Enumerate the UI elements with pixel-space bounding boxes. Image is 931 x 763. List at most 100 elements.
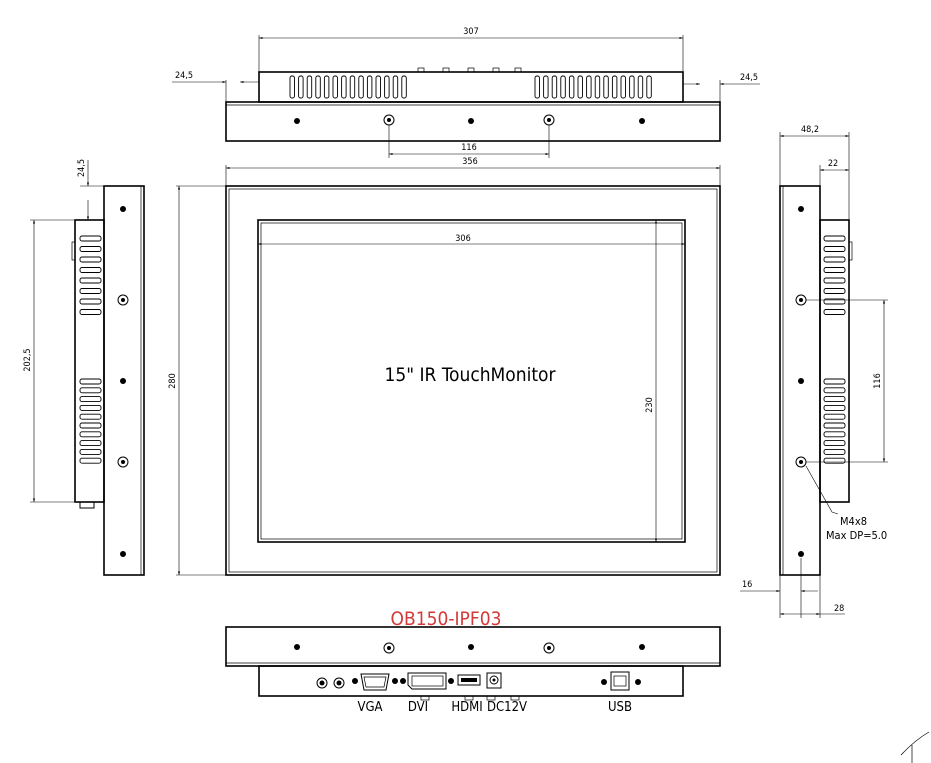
vent-slot (823, 440, 846, 447)
right-housing (819, 219, 850, 503)
vent-slot (79, 378, 102, 385)
vent-slot (79, 457, 102, 464)
vent-slot (611, 75, 618, 99)
port-label-dc: DC12V (487, 700, 527, 715)
usb-port (601, 671, 641, 691)
top-view: 307 24,5 24,5 116 (172, 27, 760, 158)
vent-slot (341, 75, 347, 99)
vent-slot (79, 288, 102, 294)
vent-slot (79, 404, 102, 411)
dim-frame-width: 356 (462, 157, 477, 167)
vent-slot (79, 440, 102, 447)
dim-bottom-left: 16 (742, 580, 752, 590)
vent-slot (79, 235, 102, 242)
vent-slot (823, 288, 846, 294)
dc-power-jack (486, 672, 502, 689)
vent-slot (823, 404, 846, 411)
screw-note-depth: Max DP=5.0 (826, 529, 887, 542)
model-number: OB150-IPF03 (391, 608, 502, 630)
vent-slot (358, 75, 364, 99)
vent-slot (620, 75, 626, 99)
vent-slot (603, 75, 609, 99)
dim-right-top: 22 (828, 159, 838, 169)
left-vent-slots (79, 235, 102, 464)
dim-screen-width: 306 (455, 234, 470, 244)
vent-slot (79, 387, 102, 394)
vent-slot (823, 378, 846, 385)
vent-slot (79, 256, 102, 263)
vent-slot (79, 267, 102, 273)
vent-slot (79, 422, 102, 429)
port-label-vga: VGA (357, 700, 382, 715)
vent-slot (646, 75, 652, 99)
screw-note-size: M4x8 (840, 515, 867, 528)
vent-slot (823, 396, 846, 403)
vent-slot (823, 422, 846, 429)
vent-slot (586, 75, 592, 99)
vent-slot (306, 75, 313, 99)
vent-slot (79, 246, 102, 252)
vent-slot (392, 75, 399, 99)
vent-slot (543, 75, 549, 99)
dim-right-depth: 48,2 (801, 125, 819, 135)
vent-slot (79, 298, 102, 305)
vent-slot (823, 413, 846, 420)
vent-slot (823, 277, 846, 284)
hdmi-port (457, 674, 481, 686)
vent-slot (401, 75, 407, 99)
port-label-hdmi: HDMI (451, 700, 482, 715)
screen-area (257, 219, 686, 543)
vent-slot (823, 256, 846, 263)
vent-slot (79, 413, 102, 420)
top-rear-housing (258, 71, 684, 103)
vent-slot (823, 309, 846, 315)
vent-slot (384, 75, 390, 99)
product-title: 15" IR TouchMonitor (384, 364, 556, 386)
vent-slot (315, 75, 321, 99)
front-bezel (225, 185, 721, 576)
corner-mark (900, 731, 930, 763)
vent-slot (323, 75, 330, 99)
bottom-view: VGA DVI HDMI DC12V USB (225, 626, 721, 715)
dim-top-right-offset: 24,5 (740, 73, 758, 83)
top-screws (294, 114, 645, 126)
right-side-view: 48,2 22 116 M4x8 Max DP=5.0 16 28 (740, 125, 888, 618)
vent-slot (823, 431, 846, 438)
vent-slot (823, 246, 846, 252)
top-front-bezel (225, 101, 721, 142)
vent-slot (79, 448, 102, 455)
vent-slot (823, 235, 846, 242)
port-label-dvi: DVI (408, 700, 428, 715)
vent-slot (823, 387, 846, 394)
vent-slot (375, 75, 381, 99)
vent-slot (629, 75, 635, 99)
vga-port (352, 673, 398, 691)
left-side-view: 24,5 202,5 (23, 159, 145, 576)
vent-slot (823, 448, 846, 455)
dim-frame-height: 280 (168, 373, 178, 388)
top-vent-slots-left (289, 75, 407, 99)
vent-slot (79, 396, 102, 403)
right-screws (795, 206, 807, 557)
vent-slot (577, 75, 583, 99)
vent-slot (366, 75, 373, 99)
vent-slot (823, 457, 846, 464)
left-screws (117, 206, 129, 557)
dim-right-spacing: 116 (873, 373, 883, 388)
right-vent-slots (823, 235, 846, 464)
vent-slot (594, 75, 601, 99)
vent-slot (79, 277, 102, 284)
dim-screen-height: 230 (645, 397, 655, 412)
audio-jacks (316, 677, 345, 689)
vent-slot (551, 75, 558, 99)
vent-slot (568, 75, 575, 99)
vent-slot (349, 75, 356, 99)
vent-slot (332, 75, 338, 99)
vent-slot (560, 75, 566, 99)
port-label-usb: USB (608, 700, 632, 715)
front-view: 15" IR TouchMonitor 356 306 280 230 (168, 157, 721, 576)
bottom-screws (294, 642, 645, 654)
vent-slot (79, 431, 102, 438)
vent-slot (534, 75, 540, 99)
